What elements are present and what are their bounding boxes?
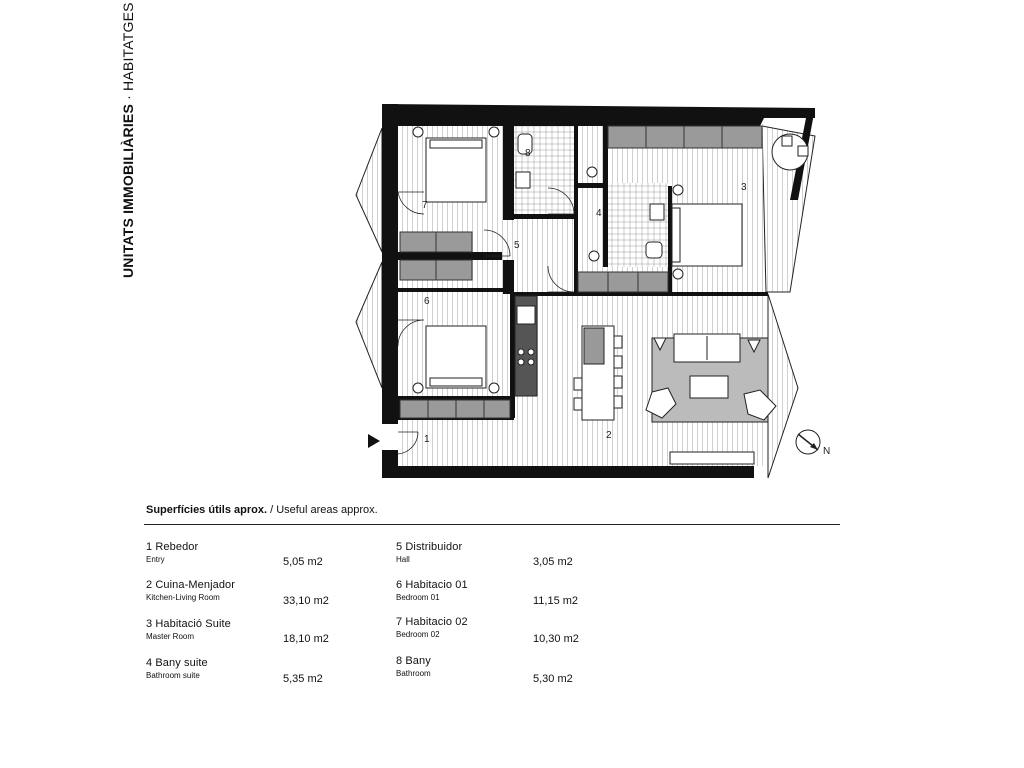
area-name: 5 Distribuidor: [396, 541, 463, 553]
area-value-6: 11,15 m2: [533, 595, 579, 607]
area-item-8: 8 Bany Bathroom: [396, 655, 431, 678]
area-name: 7 Habitacio 02: [396, 616, 468, 628]
area-name-en: Bedroom 01: [396, 593, 440, 602]
area-value-1: 5,05 m2: [283, 556, 323, 568]
room-number-4: 4: [596, 208, 602, 219]
area-item-5: 5 Distribuidor Hall: [396, 541, 462, 564]
area-name: 1 Rebedor: [146, 541, 199, 553]
floor-plan: N 1 2 3 4 5 6 7 8: [355, 104, 830, 479]
area-name: 6 Habitacio 01: [396, 579, 468, 591]
compass-label: N: [823, 446, 830, 457]
area-value-5: 3,05 m2: [533, 556, 573, 568]
room-number-5: 5: [514, 240, 520, 251]
room-number-7: 7: [422, 200, 428, 211]
bathroom-fixtures: [515, 133, 665, 262]
room-number-1: 1: [424, 434, 430, 445]
kitchen-counter: [514, 295, 623, 421]
area-name-en: Entry: [146, 555, 165, 564]
areas-title: Superfícies útils aprox. / Useful areas …: [146, 504, 378, 516]
area-item-2: 2 Cuina-Menjador Kitchen-Living Room: [146, 579, 235, 602]
area-value-4: 5,35 m2: [283, 673, 323, 685]
outer-walls: [382, 104, 815, 478]
area-name-en: Master Room: [146, 632, 195, 641]
area-item-7: 7 Habitacio 02 Bedroom 02: [396, 616, 468, 639]
areas-title-bold: Superfícies útils aprox.: [146, 504, 268, 516]
area-item-1: 1 Rebedor Entry: [146, 541, 198, 564]
beds: [412, 126, 743, 394]
right-terrace: [761, 125, 816, 479]
area-value-8: 5,30 m2: [533, 673, 573, 685]
area-name: 3 Habitació Suite: [146, 618, 231, 630]
areas-title-light: / Useful areas approx.: [267, 504, 378, 516]
wardrobes: [399, 125, 763, 419]
living-furniture: [645, 133, 809, 465]
area-name-en: Kitchen-Living Room: [146, 593, 220, 602]
area-name: 4 Bany suite: [146, 657, 208, 669]
room-number-2: 2: [606, 430, 612, 441]
area-value-2: 33,10 m2: [283, 595, 329, 607]
area-name-en: Bathroom: [396, 669, 431, 678]
left-terraces: [355, 127, 383, 389]
area-name-en: Bathroom suite: [146, 671, 200, 680]
area-value-7: 10,30 m2: [533, 633, 579, 645]
area-item-6: 6 Habitacio 01 Bedroom 01: [396, 579, 468, 602]
door-swings: [397, 187, 575, 455]
area-name-en: Hall: [396, 555, 410, 564]
area-name: 8 Bany: [396, 655, 431, 667]
room-number-8: 8: [525, 148, 531, 159]
room-number-6: 6: [424, 296, 430, 307]
room-numbers: 1 2 3 4 5 6 7 8: [422, 148, 747, 445]
room-number-3: 3: [741, 182, 747, 193]
area-value-3: 18,10 m2: [283, 633, 329, 645]
entrance-arrow-icon: [368, 434, 380, 448]
area-item-4: 4 Bany suite Bathroom suite: [146, 657, 208, 680]
area-name: 2 Cuina-Menjador: [146, 579, 236, 591]
north-compass-icon: [795, 429, 821, 455]
areas-divider: [144, 524, 840, 525]
area-item-3: 3 Habitació Suite Master Room: [146, 618, 231, 641]
area-name-en: Bedroom 02: [396, 630, 440, 639]
